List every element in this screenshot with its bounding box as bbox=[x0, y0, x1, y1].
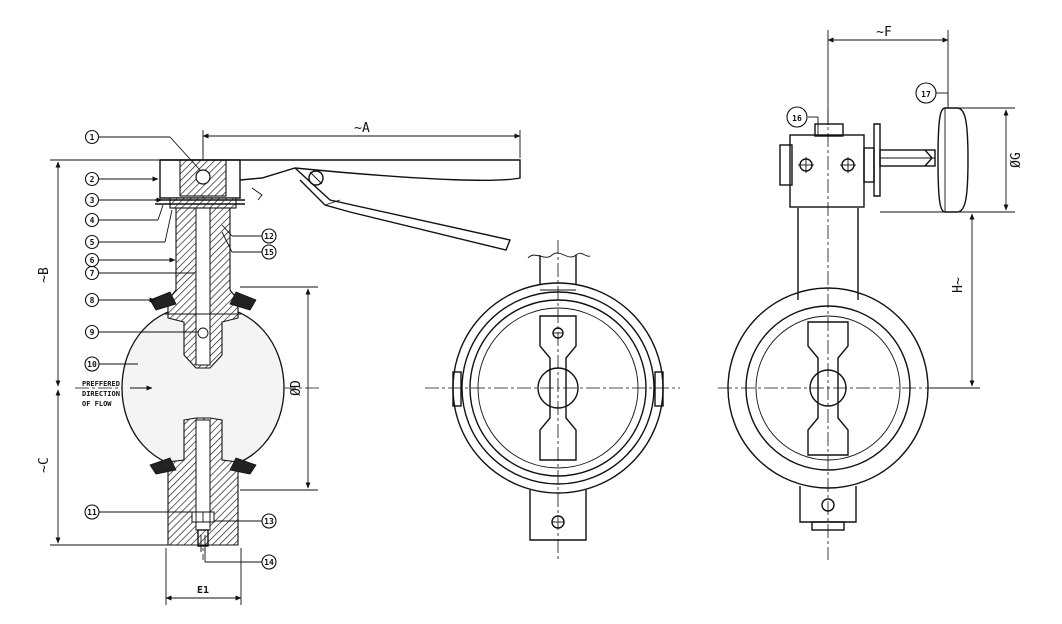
dim-b-label: ~B bbox=[37, 267, 52, 283]
part-callout-1: 1 bbox=[84, 129, 100, 145]
part-callout-15: 15 bbox=[261, 244, 277, 260]
svg-text:6: 6 bbox=[90, 256, 95, 265]
svg-text:15: 15 bbox=[264, 248, 274, 257]
flow-note-line2: DIRECTION bbox=[82, 390, 120, 398]
seat-upper-right bbox=[229, 291, 257, 311]
svg-text:3: 3 bbox=[90, 196, 95, 205]
svg-text:9: 9 bbox=[90, 328, 95, 337]
svg-text:11: 11 bbox=[87, 508, 97, 517]
part-callout-8: 8 bbox=[84, 292, 100, 308]
part-callout-2: 2 bbox=[84, 171, 100, 187]
svg-text:7: 7 bbox=[90, 269, 95, 278]
dim-d-label: ØD bbox=[289, 380, 304, 396]
svg-text:10: 10 bbox=[87, 360, 97, 369]
part-callout-4: 4 bbox=[84, 212, 100, 228]
front-view bbox=[425, 240, 680, 560]
gear-view: ~F ØG H~ 16 17 bbox=[718, 25, 1024, 560]
svg-text:12: 12 bbox=[264, 232, 274, 241]
svg-text:1: 1 bbox=[90, 133, 95, 142]
dim-e1-label: E1 bbox=[197, 585, 209, 596]
svg-text:16: 16 bbox=[792, 114, 802, 123]
dim-g-label: ØG bbox=[1009, 152, 1024, 168]
section-view: ~A ~B ~C ØD E1 PREFFERED DIRECTION OF FL… bbox=[37, 121, 521, 605]
part-callout-3: 3 bbox=[84, 192, 100, 208]
dim-a-label: ~A bbox=[354, 121, 370, 136]
svg-text:14: 14 bbox=[264, 558, 274, 567]
svg-text:8: 8 bbox=[90, 296, 95, 305]
part-callout-17: 17 bbox=[915, 82, 937, 104]
part-callout-7: 7 bbox=[84, 265, 100, 281]
part-callout-13: 13 bbox=[261, 513, 277, 529]
part-callout-16: 16 bbox=[786, 106, 808, 128]
dim-h-label: H~ bbox=[951, 277, 966, 293]
svg-text:4: 4 bbox=[90, 216, 95, 225]
seat-upper-left bbox=[149, 291, 177, 311]
part-callout-10: 10 bbox=[84, 356, 100, 372]
part-callout-11: 11 bbox=[84, 504, 100, 520]
part-callout-6: 6 bbox=[84, 252, 100, 268]
part-callout-5: 5 bbox=[84, 234, 100, 250]
part-callout-12: 12 bbox=[261, 228, 277, 244]
flow-note-line1: PREFFERED bbox=[82, 380, 120, 388]
dim-f-label: ~F bbox=[876, 25, 892, 40]
dim-c-label: ~C bbox=[37, 457, 52, 473]
leader-lines bbox=[99, 136, 262, 563]
handwheel bbox=[937, 107, 969, 213]
part-callout-9: 9 bbox=[84, 324, 100, 340]
lever-handle bbox=[160, 159, 521, 181]
svg-text:2: 2 bbox=[90, 175, 95, 184]
svg-text:5: 5 bbox=[90, 238, 95, 247]
svg-text:13: 13 bbox=[264, 517, 274, 526]
svg-text:17: 17 bbox=[921, 90, 931, 99]
flow-note-line3: OF FLOW bbox=[82, 400, 112, 408]
part-callout-14: 14 bbox=[261, 554, 277, 570]
